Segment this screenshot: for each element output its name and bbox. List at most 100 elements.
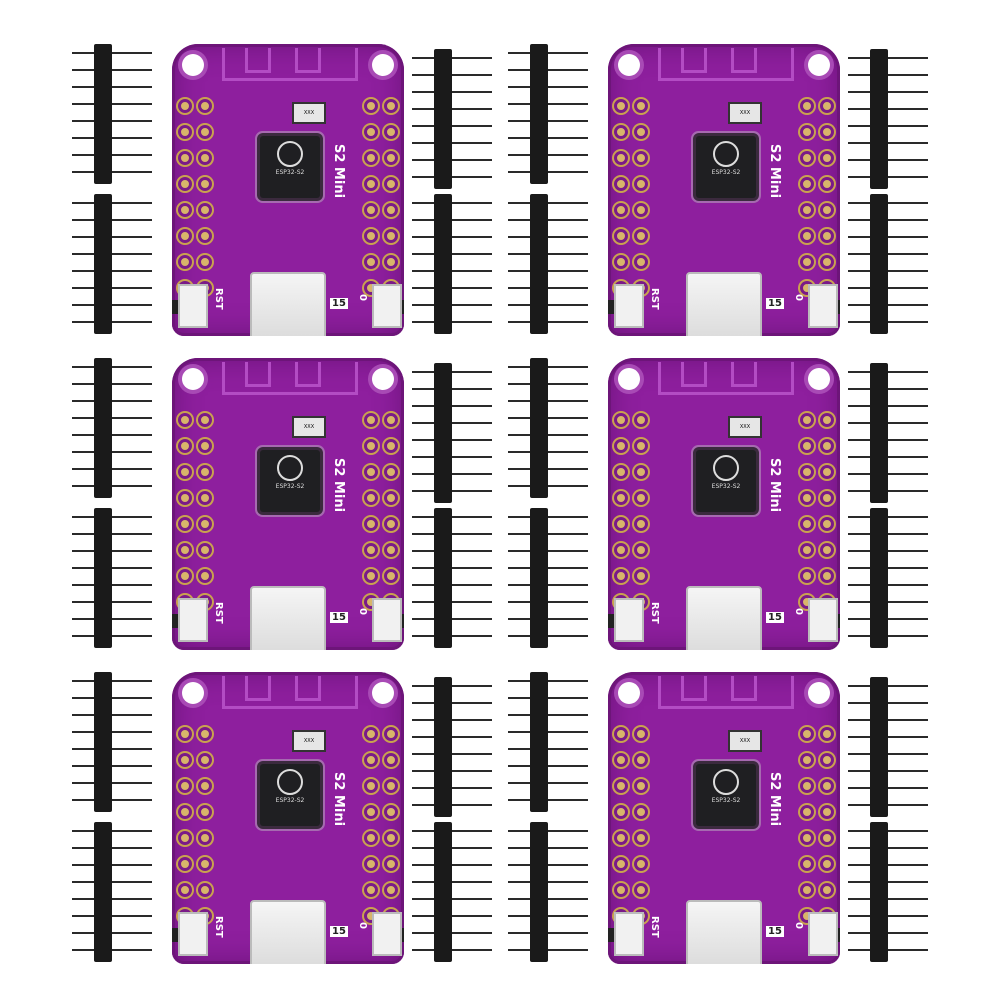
boot-button <box>372 284 404 328</box>
header-pin <box>72 267 152 275</box>
header-pin <box>72 929 152 937</box>
header-housing <box>870 508 888 648</box>
header-pin <box>848 368 928 376</box>
header-pin <box>848 71 928 79</box>
header-pin <box>848 284 928 292</box>
header-pin <box>412 368 492 376</box>
pin-pad <box>178 517 192 531</box>
header-pin <box>412 750 492 758</box>
pin-pad <box>364 883 378 897</box>
pin-pad <box>178 543 192 557</box>
led-label: 15 <box>766 926 784 937</box>
header-pin <box>72 513 152 521</box>
pin-pad <box>178 413 192 427</box>
header-pin <box>72 762 152 770</box>
esp32-s2-chip: ESP32-S2 <box>260 450 320 512</box>
header-pin <box>72 233 152 241</box>
pin-pad <box>384 569 398 583</box>
pin-pad <box>178 883 192 897</box>
led-label: 15 <box>330 298 348 309</box>
header-pin <box>508 861 588 869</box>
pin-pad <box>364 465 378 479</box>
pin-header-strip <box>848 677 928 817</box>
pin-pad <box>800 439 814 453</box>
header-pin <box>848 54 928 62</box>
pin-pad <box>178 255 192 269</box>
header-pin <box>412 199 492 207</box>
board-name-label: S2 Mini <box>767 458 782 513</box>
header-pin <box>412 844 492 852</box>
pin-header-strip <box>848 363 928 503</box>
header-pin <box>412 54 492 62</box>
boot-label: 0 <box>357 608 368 615</box>
pin-pad <box>614 569 628 583</box>
header-pin <box>72 83 152 91</box>
usb-c-port <box>250 900 326 964</box>
header-housing <box>94 194 112 334</box>
boot-button <box>808 598 840 642</box>
header-housing <box>94 508 112 648</box>
pin-pad <box>384 465 398 479</box>
header-pin <box>412 487 492 495</box>
header-pin <box>412 250 492 258</box>
header-pin <box>508 745 588 753</box>
pin-pad <box>820 151 834 165</box>
pin-header-strip <box>508 822 588 962</box>
pin-pad <box>198 543 212 557</box>
chip-label: ESP32-S2 <box>275 797 305 804</box>
header-pin <box>72 49 152 57</box>
pin-header-strip <box>508 358 588 498</box>
crystal-oscillator: XXX <box>292 102 326 124</box>
pin-pad <box>364 151 378 165</box>
pin-pad <box>364 857 378 871</box>
pin-header-strip <box>508 672 588 812</box>
pin-header-strip <box>72 44 152 184</box>
espressif-logo-icon <box>277 455 303 481</box>
header-pin <box>848 402 928 410</box>
header-housing <box>870 49 888 189</box>
header-pin <box>508 844 588 852</box>
header-housing <box>870 677 888 817</box>
pin-pad <box>198 229 212 243</box>
pin-pad <box>634 177 648 191</box>
header-pin <box>508 677 588 685</box>
header-pin <box>848 716 928 724</box>
header-pin <box>72 878 152 886</box>
reset-button <box>172 284 208 328</box>
header-pin <box>508 564 588 572</box>
header-pin <box>848 946 928 954</box>
pin-pad <box>198 753 212 767</box>
header-housing <box>530 822 548 962</box>
header-pin <box>412 615 492 623</box>
header-pin <box>508 779 588 787</box>
reset-label: RST <box>649 602 660 624</box>
header-pin <box>848 470 928 478</box>
mounting-hole <box>182 54 204 76</box>
header-pin <box>412 827 492 835</box>
header-pin <box>508 284 588 292</box>
header-pin <box>508 530 588 538</box>
mounting-hole <box>618 54 640 76</box>
pin-pad <box>634 831 648 845</box>
header-pin <box>412 173 492 181</box>
pin-pad <box>634 203 648 217</box>
pin-pad <box>178 491 192 505</box>
usb-c-port <box>686 272 762 336</box>
header-pin <box>848 216 928 224</box>
header-pin <box>412 267 492 275</box>
pcb-antenna <box>222 362 358 395</box>
header-pin <box>72 431 152 439</box>
pin-pad <box>384 543 398 557</box>
header-pin <box>412 402 492 410</box>
header-housing <box>434 822 452 962</box>
left-pin-pads <box>614 99 654 307</box>
header-pin <box>72 66 152 74</box>
header-pin <box>848 564 928 572</box>
header-pin <box>508 100 588 108</box>
pin-pad <box>614 203 628 217</box>
header-pin <box>72 250 152 258</box>
pin-pad <box>634 439 648 453</box>
pin-pad <box>364 491 378 505</box>
header-pin <box>508 513 588 521</box>
pin-pad <box>614 439 628 453</box>
